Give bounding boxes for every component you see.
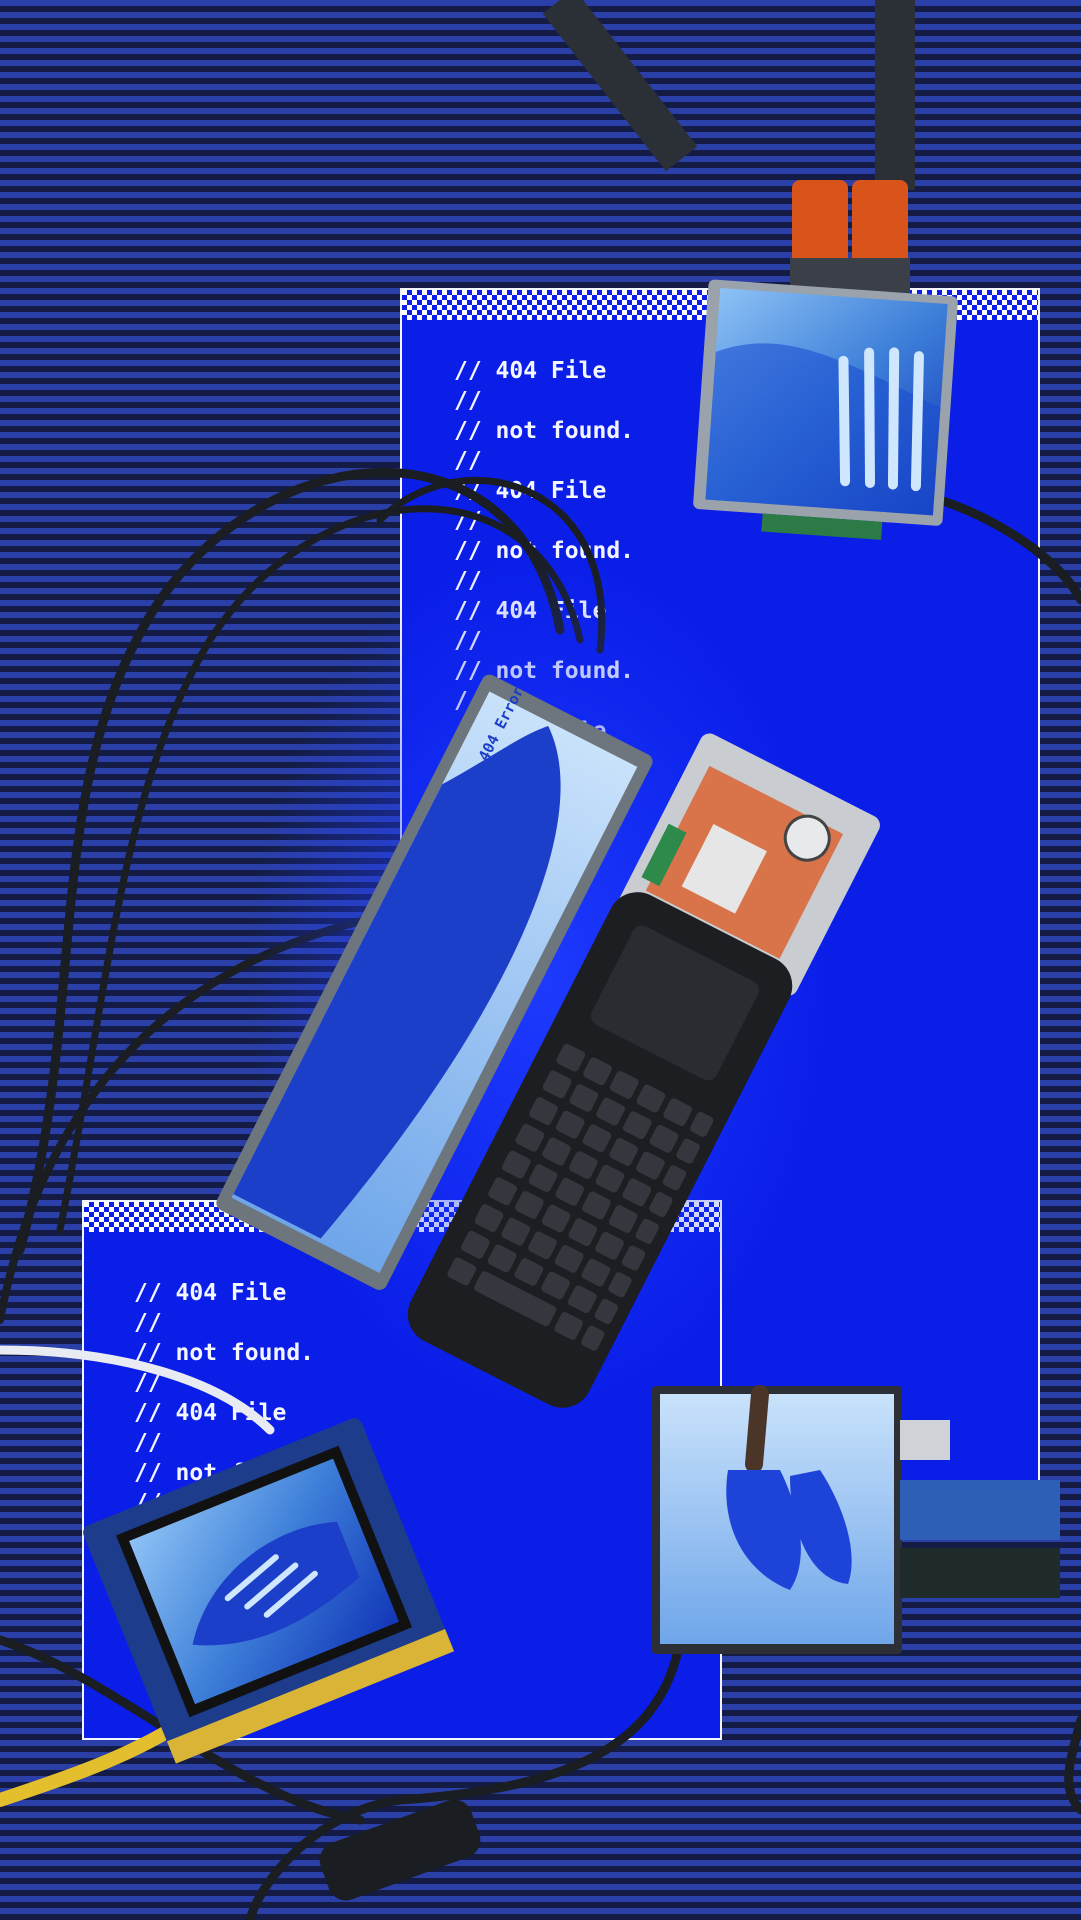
code-line: // [134,1370,162,1396]
yellow-ethernet-cable [0,1723,177,1807]
code-line: // [134,1310,162,1336]
code-line: // not found. [454,418,635,444]
code-line: // not found. [134,1340,315,1366]
cable-switch [319,1799,481,1901]
top-connector-handles [542,0,915,298]
code-line: // [134,1490,162,1516]
code-line: // [454,388,482,414]
code-line: // 404 File [454,358,607,384]
code-line: // 404 File [454,718,607,744]
code-line: // 404 File [134,1280,287,1306]
code-block-secondary: // 404 File // // not found. // // 404 F… [134,1278,314,1578]
code-line: // 404 File [134,1400,287,1426]
code-line: // not found. [134,1460,315,1486]
code-line: // [454,568,482,594]
code-line: // not found. [454,538,635,564]
code-line: // [134,1430,162,1456]
code-line: // [454,508,482,534]
code-line: // [454,448,482,474]
code-line: // [454,628,482,654]
code-line: // 404 File [134,1520,287,1546]
code-panel-secondary: // 404 File // // not found. // // 404 F… [82,1200,722,1740]
checker-strip [84,1202,720,1232]
code-line: // 404 File [454,598,607,624]
code-line: // [134,1550,162,1576]
code-line: // not found. [454,658,635,684]
checker-strip [402,290,1038,320]
code-block-main: // 404 File // // not found. // // 404 F… [454,356,634,746]
code-line: // 404 File [454,478,607,504]
code-line: // [454,688,482,714]
